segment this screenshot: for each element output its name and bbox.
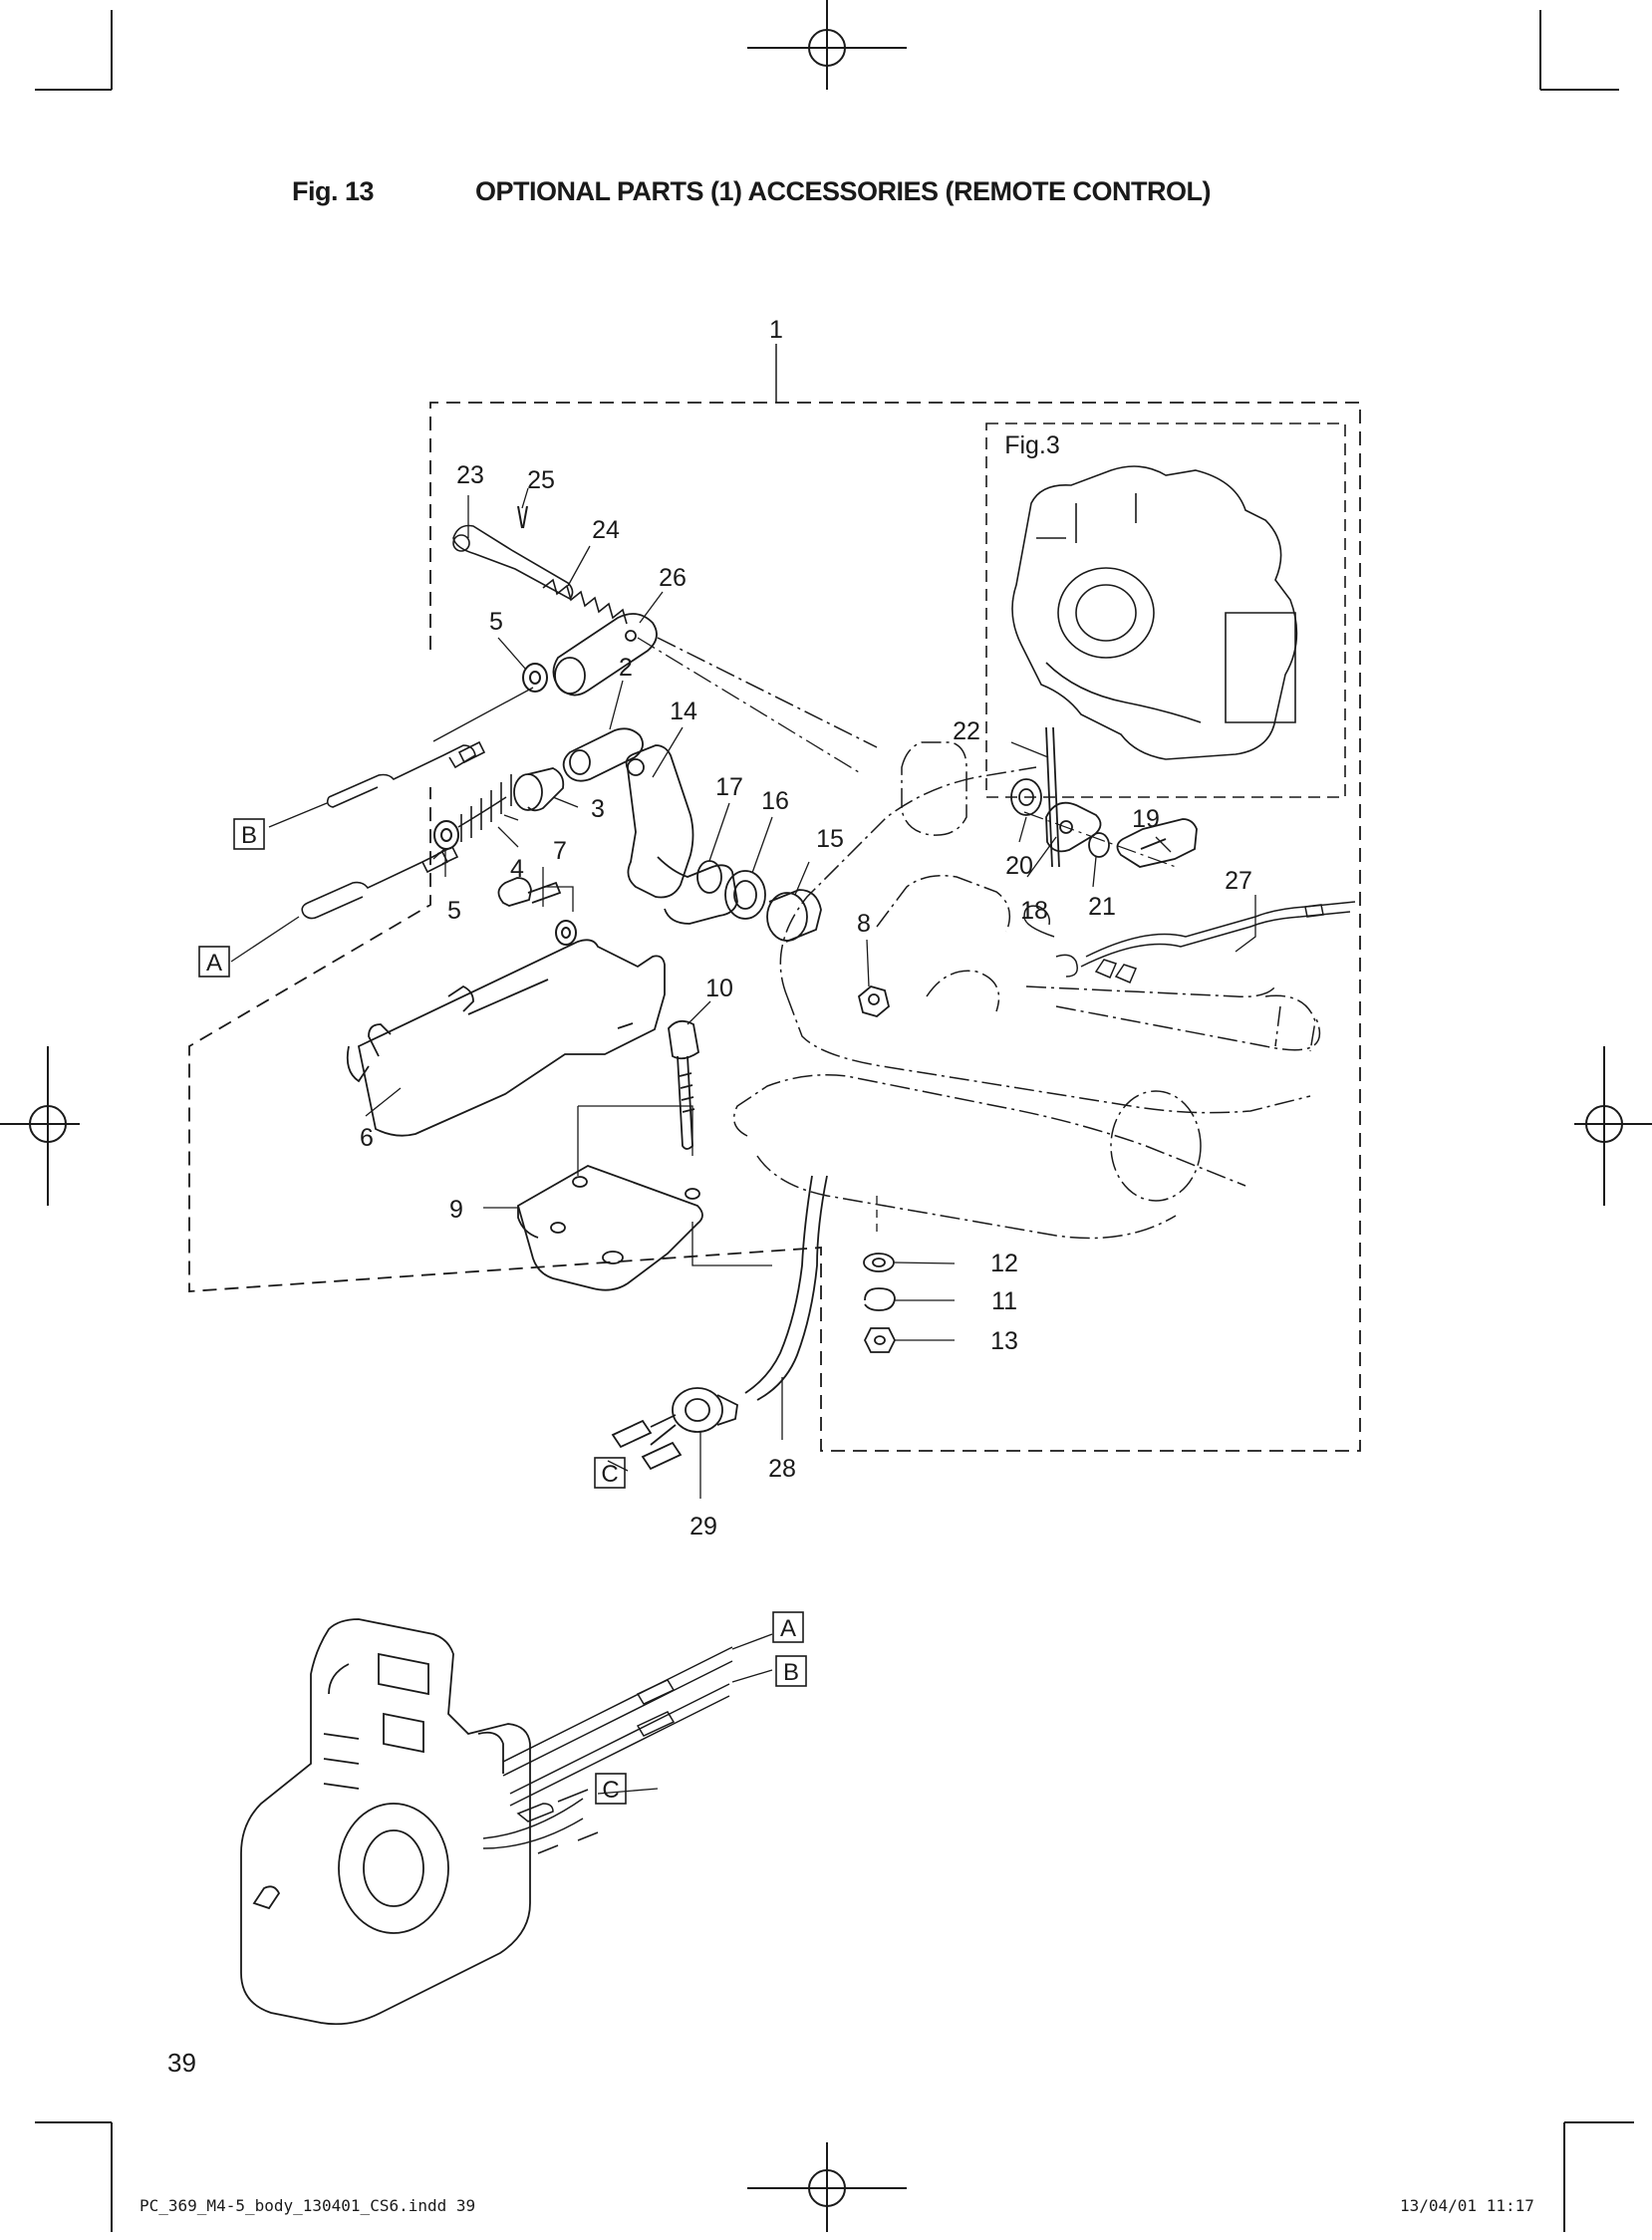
remote-cables	[502, 1646, 733, 1854]
part-12-washer	[863, 1253, 895, 1272]
callout-23: 23	[456, 461, 484, 489]
callout-20: 20	[1005, 852, 1033, 880]
print-slug-filename: PC_369_M4-5_body_130401_CS6.indd 39	[139, 2196, 476, 2215]
callout-17: 17	[715, 773, 743, 801]
print-slug-timestamp: 13/04/01 11:17	[1400, 2196, 1534, 2215]
fig3-label: Fig.3	[1004, 431, 1060, 459]
callout-7: 7	[553, 837, 567, 865]
callout-22: 22	[953, 717, 980, 745]
callout-5-bottom: 5	[447, 897, 461, 925]
callout-2: 2	[619, 654, 633, 682]
callout-16: 16	[761, 787, 789, 815]
callout-9: 9	[449, 1196, 463, 1224]
callout-13: 13	[990, 1327, 1018, 1355]
callout-leaders	[230, 487, 1256, 1499]
page-number: 39	[167, 2048, 196, 2078]
callout-18: 18	[1020, 897, 1048, 925]
part-4-spring	[457, 774, 512, 842]
callout-25: 25	[527, 466, 555, 494]
part-20-washer	[1010, 778, 1042, 816]
part-13-nut	[863, 1327, 897, 1353]
part-14-lever	[625, 744, 738, 925]
callout-24: 24	[592, 516, 620, 544]
callout-29: 29	[689, 1513, 717, 1540]
callout-27: 27	[1225, 867, 1252, 895]
callout-8: 8	[857, 910, 871, 938]
callout-4: 4	[510, 855, 524, 883]
callout-28: 28	[768, 1455, 796, 1483]
part-17-ring	[696, 860, 722, 894]
connector-b-bottom: B	[783, 1659, 799, 1686]
callout-5-top: 5	[489, 608, 503, 636]
cable-b-end	[326, 740, 486, 808]
part-28-cable	[744, 1175, 828, 1401]
figure-number: Fig. 13	[292, 176, 375, 206]
callout-6: 6	[360, 1124, 374, 1152]
part-7-washer	[555, 920, 577, 946]
engine-inset	[985, 422, 1346, 798]
part-26-clevis	[552, 613, 658, 697]
part-6-bracket	[346, 939, 666, 1137]
part-5-washer-bottom	[433, 820, 459, 850]
part-29-grommet	[611, 1387, 738, 1471]
callout-14: 14	[670, 698, 697, 725]
connector-c-top: C	[601, 1461, 618, 1488]
callout-26: 26	[659, 564, 687, 592]
crop-marks	[0, 10, 1652, 2232]
registration-target-left	[29, 1046, 67, 1206]
part-25-cotter	[517, 505, 528, 529]
leader-lines	[597, 1633, 773, 1795]
callout-1: 1	[769, 316, 783, 344]
part-3-collar	[513, 767, 565, 812]
remote-control-box	[240, 1618, 584, 2026]
part-16-seal	[724, 870, 766, 920]
connector-c-bottom: C	[602, 1777, 619, 1804]
callout-12: 12	[990, 1250, 1018, 1277]
callout-11: 11	[991, 1287, 1017, 1315]
callout-21: 21	[1088, 893, 1116, 921]
figure-title: OPTIONAL PARTS (1) ACCESSORIES (REMOTE C…	[475, 176, 1212, 206]
connector-boxes	[198, 818, 807, 1805]
engine-housing	[657, 637, 1321, 1240]
part-7-bolt	[497, 877, 562, 907]
callout-15: 15	[816, 825, 844, 853]
part-18-link	[1045, 801, 1102, 853]
part-27-harness	[1023, 901, 1356, 983]
registration-target-right	[1585, 1046, 1623, 1206]
connector-a-bottom: A	[780, 1615, 796, 1642]
part-11-lockwasher	[864, 1287, 896, 1311]
callout-19: 19	[1132, 805, 1160, 833]
part-15-bushing	[766, 889, 822, 943]
part-10-bolt	[668, 1019, 699, 1150]
connector-a-top: A	[206, 950, 222, 977]
part-8-nut	[857, 985, 891, 1017]
registration-target-bottom	[747, 2142, 907, 2232]
kit-boundary	[188, 402, 1361, 1452]
callout-3: 3	[591, 795, 605, 823]
callout-10: 10	[705, 975, 733, 1002]
part-24-spring	[542, 578, 628, 625]
part-21-washer	[1088, 832, 1110, 858]
registration-target-top	[747, 0, 907, 90]
part-9-plate	[516, 1165, 703, 1291]
part-2-swivel	[562, 727, 644, 782]
part-23-pin	[452, 524, 574, 601]
connector-b-top: B	[241, 822, 257, 849]
part-19-bolt	[1116, 818, 1198, 868]
part-5-washer-top	[522, 663, 548, 693]
